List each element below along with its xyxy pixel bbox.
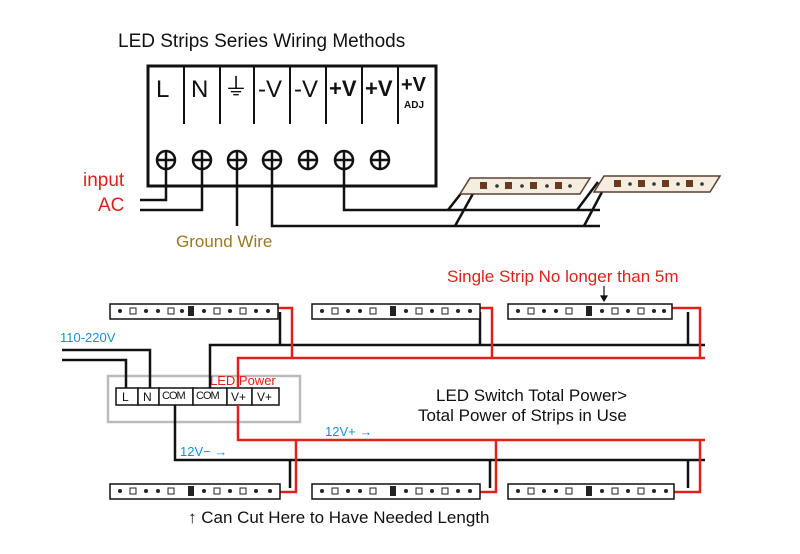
switch-terminal-l: L	[122, 390, 129, 404]
led-strip	[507, 483, 675, 500]
terminal-label-plus-v-1: +V	[329, 76, 357, 101]
voltage-input-label: 110-220V	[60, 330, 116, 345]
plus12v-label: 12V+ →	[325, 424, 373, 439]
terminal-label-n: N	[191, 76, 209, 103]
switch-terminal-com-1: COM	[162, 390, 186, 402]
switch-terminal-vplus-2: V+	[257, 390, 273, 404]
switch-terminal-vplus-1: V+	[231, 390, 247, 404]
strip-row-bottom	[109, 483, 675, 500]
strip-row-top	[109, 303, 673, 320]
adj-label: ADJ	[404, 100, 425, 111]
led-power-label: LED Power	[210, 373, 276, 388]
terminal-label-minus-v-1: -V	[258, 76, 282, 103]
switch-terminal-n: N	[143, 390, 152, 404]
ground-wire-label: Ground Wire	[176, 232, 273, 251]
terminal-label-plus-v-adj: +V	[401, 74, 427, 96]
diagram-title: LED Strips Series Wiring Methods	[118, 31, 406, 52]
screw-terminals	[155, 149, 391, 171]
switch-housing	[106, 374, 302, 424]
terminal-label-minus-v-2: -V	[294, 76, 318, 103]
cut-here-label: ↑ Can Cut Here to Have Needed Length	[188, 508, 490, 527]
strip-length-arrow	[599, 286, 609, 303]
red-bus-wires	[236, 306, 705, 494]
input-label: input	[83, 170, 125, 191]
ground-terminal-icon: ⏚	[224, 74, 248, 101]
terminal-dividers	[183, 66, 399, 124]
terminal-label-l: L	[156, 76, 170, 103]
top-strip-1	[458, 177, 592, 195]
switch-terminal-com-2: COM	[196, 390, 220, 402]
top-strip-2	[592, 175, 722, 193]
switch-terminal-boxes	[115, 387, 280, 406]
switch-power-line-2: Total Power of Strips in Use	[418, 406, 627, 425]
minus12v-label: 12V− →	[180, 444, 228, 459]
switch-power-line-1: LED Switch Total Power>	[436, 386, 628, 405]
led-strip	[311, 303, 481, 320]
terminal-label-plus-v-2: +V	[365, 76, 393, 101]
led-strip	[109, 303, 279, 320]
led-strip	[109, 483, 281, 500]
single-strip-label: Single Strip No longer than 5m	[447, 267, 679, 286]
ac-label: AC	[98, 195, 125, 216]
led-strip	[507, 303, 673, 320]
ac-input-wires	[62, 312, 705, 488]
led-strip	[311, 483, 481, 500]
